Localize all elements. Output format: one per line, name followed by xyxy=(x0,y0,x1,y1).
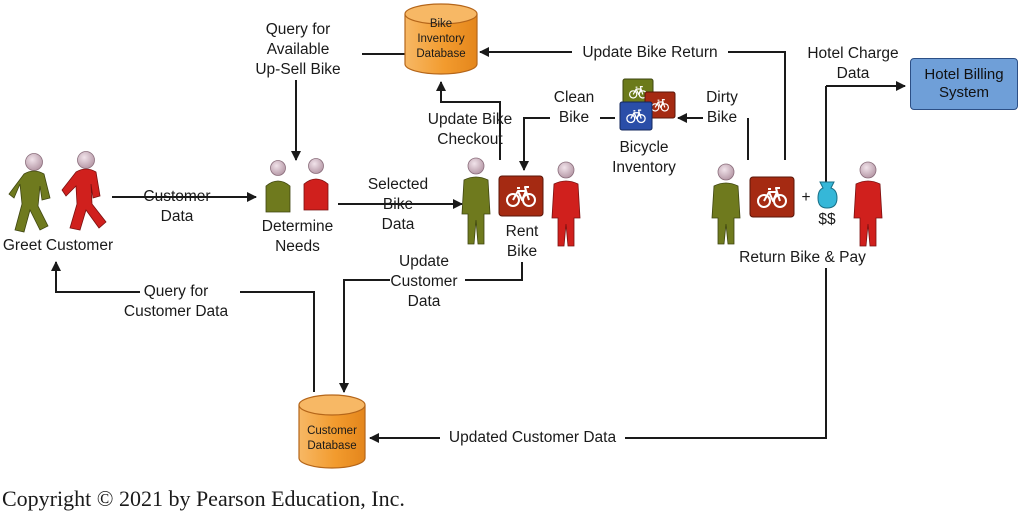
money-bag-icon xyxy=(817,181,838,209)
flow-query-available-upsell: Query for Available Up-Sell Bike xyxy=(255,21,341,78)
hotel-billing-system: Hotel Billing System xyxy=(910,58,1018,110)
arrow-update-bike-checkout xyxy=(436,81,501,160)
flow-selected-bike-data: Selected Bike Data xyxy=(367,176,429,233)
determine-needs-people-icon xyxy=(265,158,329,213)
rent-bike-sign-icon xyxy=(498,175,544,217)
greet-customer-people-icon xyxy=(8,151,107,233)
arrow-update-customer-data xyxy=(465,262,523,281)
return-bike-pay-label: Return Bike & Pay xyxy=(739,249,866,266)
return-bike-sign-icon xyxy=(749,176,795,218)
greet-customer-label: Greet Customer xyxy=(2,237,114,254)
return-bike-people-icon xyxy=(711,161,883,247)
flow-updated-customer-data: Updated Customer Data xyxy=(448,429,617,446)
flow-clean-bike: Clean Bike xyxy=(553,89,595,126)
flow-customer-data: Customer Data xyxy=(143,188,211,225)
bike-inventory-database xyxy=(404,3,478,75)
flow-hotel-charge-data: Hotel Charge Data xyxy=(807,45,899,82)
connectors xyxy=(51,47,906,443)
bicycle-inventory-icon xyxy=(619,78,676,131)
plus-sign: + xyxy=(801,189,811,206)
determine-needs-label: Determine Needs xyxy=(261,218,334,255)
bicycle-inventory-label: Bicycle Inventory xyxy=(612,139,676,176)
flow-dirty-bike: Dirty Bike xyxy=(706,89,738,126)
copyright-footer: Copyright © 2021 by Pearson Education, I… xyxy=(2,486,405,511)
arrow-query-customer-data xyxy=(240,291,315,392)
flow-update-customer-data: Update Customer Data xyxy=(390,253,458,310)
rent-bike-people-icon xyxy=(461,157,581,247)
customer-database xyxy=(298,394,366,469)
arrow-updated-customer-data xyxy=(625,268,827,439)
bike-inventory-db-label: Bike Inventory Database xyxy=(416,18,466,60)
flow-query-customer-data: Query for Customer Data xyxy=(123,283,229,320)
flow-update-bike-return: Update Bike Return xyxy=(582,44,718,61)
flow-update-bike-checkout: Update Bike Checkout xyxy=(427,111,513,148)
rent-bike-label: Rent Bike xyxy=(505,223,539,260)
arrow-update-bike-return xyxy=(728,51,786,160)
customer-db-label: Customer Database xyxy=(307,425,357,452)
money-label: $$ xyxy=(818,211,836,228)
